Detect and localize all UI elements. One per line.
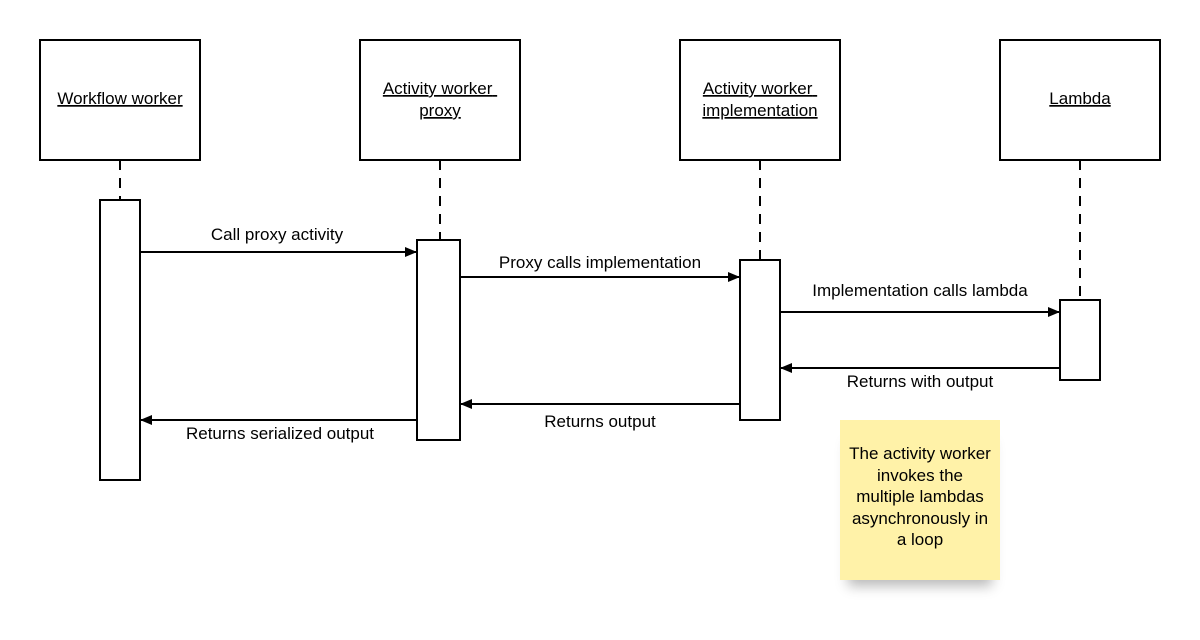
message-label: Implementation calls lambda: [812, 281, 1028, 300]
participant-box: [679, 39, 841, 161]
message-implementation-calls-lambda: Implementation calls lambda: [780, 281, 1060, 317]
message-label: Returns output: [544, 412, 656, 431]
messages: Call proxy activity Proxy calls implemen…: [140, 225, 1060, 443]
participant-lambda: Lambda: [999, 39, 1161, 161]
participant-label: Workflow worker: [57, 89, 183, 108]
participant-activity-worker-implementation: Activity worker implementation: [679, 39, 841, 161]
message-returns-output: Returns output: [460, 399, 740, 431]
participants: Workflow worker Activity worker proxy Ac…: [39, 39, 1161, 161]
activation-bar-lambda: [1059, 299, 1101, 381]
note-line: multiple lambdas: [856, 487, 984, 507]
participant-label: Activity worker implementation: [702, 79, 817, 120]
message-call-proxy-activity: Call proxy activity: [140, 225, 417, 257]
message-returns-serialized-output: Returns serialized output: [140, 415, 417, 443]
sticky-note: The activity worker invokes the multiple…: [840, 420, 1000, 580]
participant-box: [999, 39, 1161, 161]
participant-box: [359, 39, 521, 161]
message-label: Proxy calls implementation: [499, 253, 701, 272]
participant-activity-worker-proxy: Activity worker proxy: [359, 39, 521, 161]
message-returns-with-output: Returns with output: [780, 363, 1060, 391]
participant-workflow-worker: Workflow worker: [39, 39, 201, 161]
note-line: invokes the: [877, 465, 963, 485]
participant-box: [39, 39, 201, 161]
participant-label: Activity worker proxy: [383, 79, 497, 120]
activation-bar-workflow-worker: [99, 199, 141, 481]
message-proxy-calls-implementation: Proxy calls implementation: [460, 253, 740, 282]
participant-label: Lambda: [1049, 89, 1111, 108]
lifelines: [119, 160, 1081, 300]
note-line: The activity worker: [849, 444, 991, 463]
note-line: a loop: [896, 530, 944, 550]
message-label: Returns serialized output: [186, 424, 374, 443]
activation-bar-activity-worker-implementation: [739, 259, 781, 421]
note-line: asynchronously in: [851, 508, 989, 528]
activation-bar-activity-worker-proxy: [416, 239, 461, 441]
activation-bars: [99, 199, 1101, 481]
message-label: Call proxy activity: [211, 225, 344, 244]
message-label: Returns with output: [847, 372, 994, 391]
